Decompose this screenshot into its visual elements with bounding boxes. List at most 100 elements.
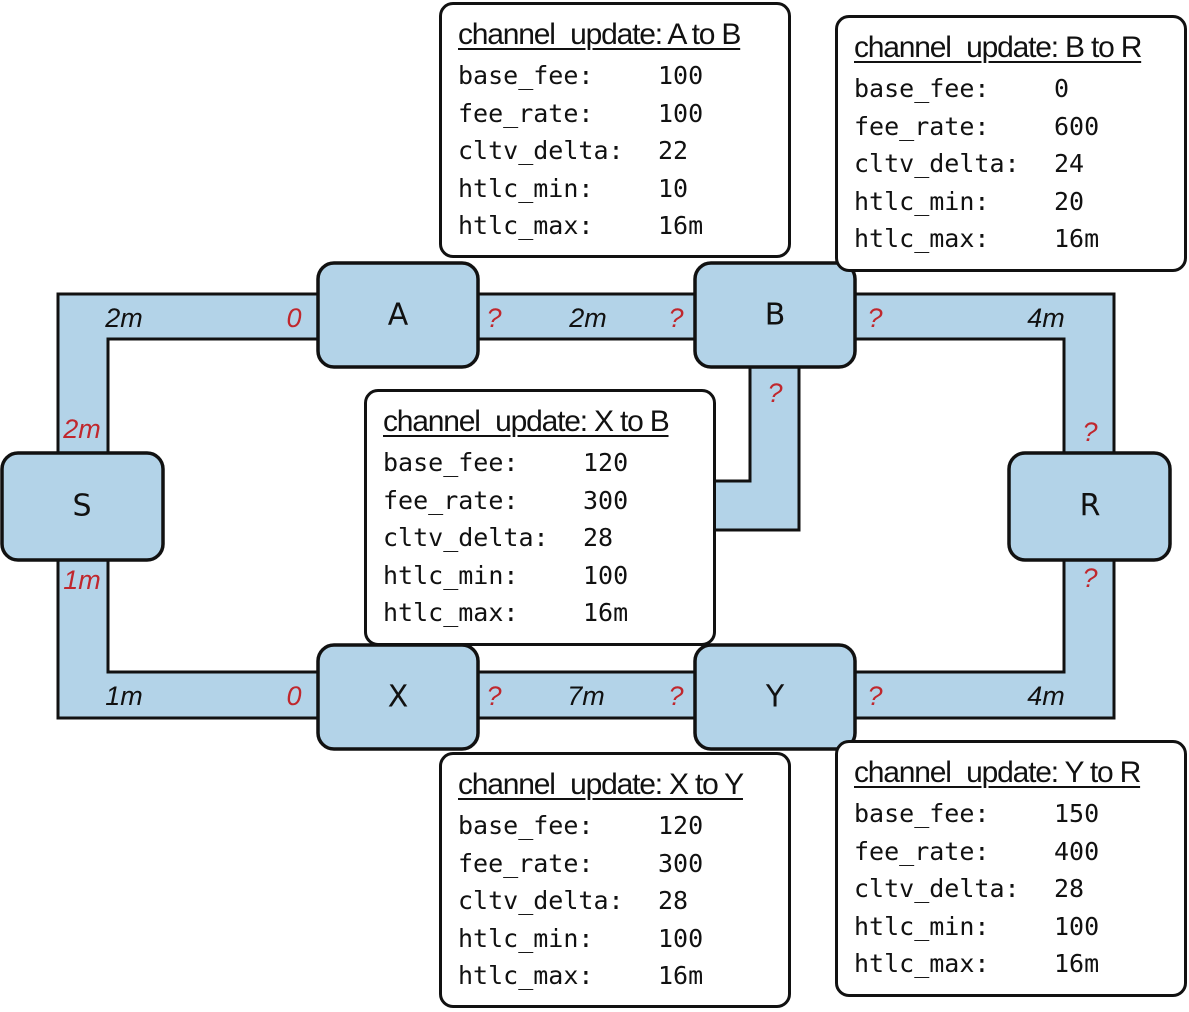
param-key: fee_rate: bbox=[854, 111, 990, 141]
param-key: base_fee: bbox=[854, 74, 990, 103]
param-value: 16m bbox=[658, 211, 704, 241]
param-value: 600 bbox=[1054, 111, 1100, 141]
param-key: cltv_delta: bbox=[854, 149, 1020, 179]
param-row-htlc-max: htlc_max: 16m bbox=[383, 594, 713, 632]
param-key: fee_rate: bbox=[458, 848, 594, 878]
panel-title: channel_update: Y to R bbox=[854, 756, 1141, 789]
param-value: 120 bbox=[583, 448, 629, 477]
channel-update-panel-x-to-b: channel_update: X to B base_fee: 120 fee_… bbox=[364, 389, 716, 646]
param-value: 0 bbox=[1054, 74, 1070, 103]
param-row-base-fee: base_fee: 0 bbox=[854, 70, 1184, 108]
node-x: X bbox=[316, 643, 480, 751]
node-a: A bbox=[316, 261, 480, 369]
unknown-label-b-r-b: ? bbox=[867, 303, 882, 333]
param-row-htlc-min: htlc_min: 10 bbox=[458, 170, 788, 208]
param-row-htlc-max: htlc_max: 16m bbox=[854, 945, 1184, 983]
node-y: Y bbox=[693, 643, 857, 751]
param-row-fee-rate: fee_rate: 600 bbox=[854, 108, 1184, 146]
balance-label-s-a: 0 bbox=[286, 303, 301, 333]
unknown-label-a-b-a: ? bbox=[486, 303, 501, 333]
param-value: 100 bbox=[1054, 911, 1100, 941]
unknown-label-x-y-y: ? bbox=[668, 681, 683, 711]
unknown-label-x-b-b: ? bbox=[767, 378, 782, 408]
unknown-label-b-r-r: ? bbox=[1082, 417, 1097, 447]
panel-title: channel_update: X to Y bbox=[458, 768, 744, 801]
channel-update-panel-b-to-r: channel_update: B to R base_fee: 0 fee_ra… bbox=[835, 15, 1187, 272]
capacity-label-a-b: 2m bbox=[568, 303, 607, 333]
param-row-htlc-min: htlc_min: 20 bbox=[854, 183, 1184, 221]
param-key: htlc_max: bbox=[383, 598, 519, 628]
capacity-label-s-a-top: 2m bbox=[104, 303, 143, 333]
param-value: 28 bbox=[1054, 874, 1085, 904]
param-row-cltv-delta: cltv_delta: 22 bbox=[458, 132, 788, 170]
panel-title: channel_update: A to B bbox=[458, 18, 741, 51]
node-a-label: A bbox=[388, 298, 409, 333]
channel-update-panel-a-to-b: channel_update: A to B base_fee:100 fee_… bbox=[439, 2, 791, 258]
param-key: base_fee: bbox=[383, 448, 519, 477]
unknown-label-y-r-y: ? bbox=[867, 681, 882, 711]
param-value: 20 bbox=[1054, 186, 1085, 216]
param-value: 400 bbox=[1054, 836, 1100, 866]
panel-title: channel_update: B to R bbox=[854, 31, 1142, 64]
node-s: S bbox=[0, 451, 165, 562]
capacity-label-s-a-side: 2m bbox=[62, 414, 101, 444]
param-row-fee-rate: fee_rate:300 bbox=[383, 482, 713, 520]
param-value: 300 bbox=[658, 848, 704, 878]
param-key: cltv_delta: bbox=[383, 523, 549, 553]
param-row-cltv-delta: cltv_delta: 24 bbox=[854, 145, 1184, 183]
param-value: 24 bbox=[1054, 149, 1085, 179]
param-row-htlc-max: htlc_max:16m bbox=[458, 957, 788, 995]
param-key: htlc_max: bbox=[854, 949, 990, 979]
param-value: 28 bbox=[583, 523, 614, 553]
param-key: htlc_max: bbox=[458, 211, 594, 241]
param-value: 10 bbox=[658, 173, 689, 203]
param-key: cltv_delta: bbox=[458, 886, 624, 916]
param-key: base_fee: bbox=[458, 811, 594, 840]
param-key: base_fee: bbox=[458, 61, 594, 90]
capacity-label-b-r: 4m bbox=[1027, 303, 1065, 333]
param-value: 16m bbox=[583, 598, 629, 628]
param-value: 16m bbox=[1054, 949, 1100, 979]
node-b-label: B bbox=[765, 298, 786, 333]
node-s-label: S bbox=[72, 489, 91, 524]
param-value: 100 bbox=[583, 560, 629, 590]
param-key: htlc_min: bbox=[854, 186, 990, 216]
param-row-htlc-max: htlc_max: 16m bbox=[854, 220, 1184, 258]
param-value: 300 bbox=[583, 485, 629, 515]
param-key: htlc_min: bbox=[458, 923, 594, 953]
channel-update-panel-x-to-y: channel_update: X to Y base_fee:120 fee_… bbox=[439, 752, 791, 1008]
param-key: cltv_delta: bbox=[854, 874, 1020, 904]
param-row-htlc-max: htlc_max: 16m bbox=[458, 207, 788, 245]
param-value: 16m bbox=[1054, 224, 1100, 254]
capacity-label-y-r: 4m bbox=[1027, 681, 1065, 711]
param-value: 22 bbox=[658, 136, 689, 166]
param-value: 100 bbox=[658, 923, 704, 953]
capacity-label-s-x-side: 1m bbox=[63, 565, 101, 595]
unknown-label-y-r-r: ? bbox=[1082, 563, 1097, 593]
param-row-fee-rate: fee_rate:400 bbox=[854, 833, 1184, 871]
param-key: cltv_delta: bbox=[458, 136, 624, 166]
param-value: 150 bbox=[1054, 799, 1100, 828]
node-y-label: Y bbox=[765, 680, 785, 715]
param-row-base-fee: base_fee:100 bbox=[458, 57, 788, 95]
balance-label-s-x: 0 bbox=[286, 681, 301, 711]
param-row-cltv-delta: cltv_delta: 28 bbox=[854, 870, 1184, 908]
param-row-fee-rate: fee_rate: 300 bbox=[458, 845, 788, 883]
param-key: fee_rate: bbox=[458, 98, 594, 128]
param-key: htlc_max: bbox=[458, 961, 594, 991]
param-key: htlc_max: bbox=[854, 224, 990, 254]
param-row-base-fee: base_fee: 120 bbox=[383, 444, 713, 482]
param-value: 28 bbox=[658, 886, 689, 916]
param-row-cltv-delta: cltv_delta: 28 bbox=[458, 882, 788, 920]
panel-title: channel_update: X to B bbox=[383, 405, 670, 438]
param-row-htlc-min: htlc_min: 100 bbox=[458, 920, 788, 958]
node-x-label: X bbox=[388, 680, 409, 715]
param-key: htlc_min: bbox=[458, 173, 594, 203]
node-r-label: R bbox=[1080, 489, 1101, 524]
unknown-label-x-y-x: ? bbox=[486, 681, 501, 711]
param-row-base-fee: base_fee:120 bbox=[458, 807, 788, 845]
param-key: htlc_min: bbox=[383, 560, 519, 590]
capacity-label-x-y: 7m bbox=[567, 681, 605, 711]
param-row-htlc-min: htlc_min: 100 bbox=[383, 557, 713, 595]
